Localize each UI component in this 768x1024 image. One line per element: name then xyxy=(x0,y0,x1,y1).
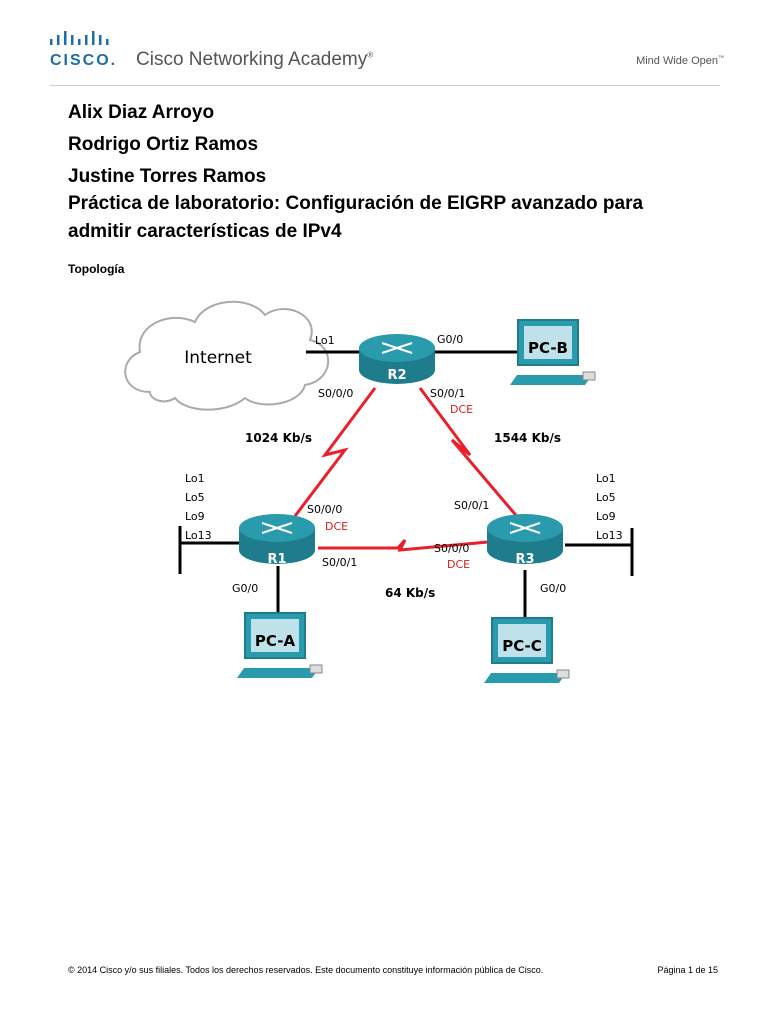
cisco-bars-icon xyxy=(50,31,109,45)
if-label: G0/0 xyxy=(437,333,463,346)
svg-text:Lo13: Lo13 xyxy=(185,529,212,542)
if-label: S0/0/0 xyxy=(307,503,342,516)
header-divider xyxy=(50,85,720,86)
cloud-label: Internet xyxy=(184,348,252,368)
link-speed: 1024 Kb/s xyxy=(245,431,312,445)
page-header: CISCO. Cisco Networking Academy® Mind Wi… xyxy=(0,0,768,90)
dce-label: DCE xyxy=(450,403,473,416)
copyright-text: © 2014 Cisco y/o sus filiales. Todos los… xyxy=(68,965,544,975)
if-label: G0/0 xyxy=(232,582,258,595)
serial-links xyxy=(290,387,522,552)
if-label: S0/0/1 xyxy=(430,387,465,400)
internet-cloud: Internet xyxy=(124,300,330,411)
lab-title: Práctica de laboratorio: Configuración d… xyxy=(68,190,708,246)
pc-label-a: PC-A xyxy=(255,632,296,650)
link-speed: 1544 Kb/s xyxy=(494,431,561,445)
dce-label: DCE xyxy=(325,520,348,533)
topology-diagram: Internet R2 R1 xyxy=(124,300,634,683)
pc-a: PC-A xyxy=(237,612,323,678)
serial-link-r1-r3 xyxy=(318,539,489,552)
lab-title-line: admitir características de IPv4 xyxy=(68,221,342,242)
ethernet-links xyxy=(178,350,634,618)
if-label: Lo1 xyxy=(315,334,335,347)
svg-text:Lo9: Lo9 xyxy=(185,510,205,523)
page-number: Página 1 de 15 xyxy=(657,965,718,975)
if-label: S0/0/1 xyxy=(454,499,489,512)
pc-label-b: PC-B xyxy=(528,339,568,357)
if-label: S0/0/0 xyxy=(318,387,353,400)
svg-text:Lo1: Lo1 xyxy=(185,472,205,485)
author-name: Alix Diaz Arroyo xyxy=(68,102,215,123)
svg-text:Lo5: Lo5 xyxy=(185,491,205,504)
router-r3: R3 xyxy=(487,514,563,567)
cisco-logo: CISCO. xyxy=(50,52,118,69)
page-footer: © 2014 Cisco y/o sus filiales. Todos los… xyxy=(68,965,718,975)
router-r1: R1 xyxy=(239,514,315,567)
if-label: G0/0 xyxy=(540,582,566,595)
svg-text:Lo5: Lo5 xyxy=(596,491,616,504)
serial-link-r1-r2 xyxy=(290,387,377,521)
router-label-r2: R2 xyxy=(387,368,406,383)
author-list: Alix Diaz Arroyo Rodrigo Ortiz Ramos Jus… xyxy=(68,97,266,193)
pc-c: PC-C xyxy=(484,617,570,683)
svg-text:Lo13: Lo13 xyxy=(596,529,623,542)
tagline: Mind Wide Open™ xyxy=(636,55,724,67)
if-label: S0/0/0 xyxy=(434,542,469,555)
if-label: S0/0/1 xyxy=(322,556,357,569)
serial-link-r2-r3 xyxy=(418,387,522,521)
author-name: Justine Torres Ramos xyxy=(68,166,267,187)
router-label-r1: R1 xyxy=(267,552,286,567)
dce-label: DCE xyxy=(447,558,470,571)
loopbacks-r3: Lo1 Lo5 Lo9 Lo13 xyxy=(596,472,623,542)
pc-label-c: PC-C xyxy=(502,637,542,655)
academy-title: Cisco Networking Academy® xyxy=(136,49,374,70)
router-label-r3: R3 xyxy=(515,552,534,567)
loopbacks-r1: Lo1 Lo5 Lo9 Lo13 xyxy=(185,472,212,542)
author-name: Rodrigo Ortiz Ramos xyxy=(68,134,259,155)
lab-title-line: Práctica de laboratorio: Configuración d… xyxy=(68,193,644,214)
router-r2: R2 xyxy=(359,334,435,384)
pc-b: PC-B xyxy=(510,319,596,385)
section-heading: Topología xyxy=(68,262,125,276)
link-speed: 64 Kb/s xyxy=(385,586,435,600)
svg-text:Lo9: Lo9 xyxy=(596,510,616,523)
svg-text:Lo1: Lo1 xyxy=(596,472,616,485)
